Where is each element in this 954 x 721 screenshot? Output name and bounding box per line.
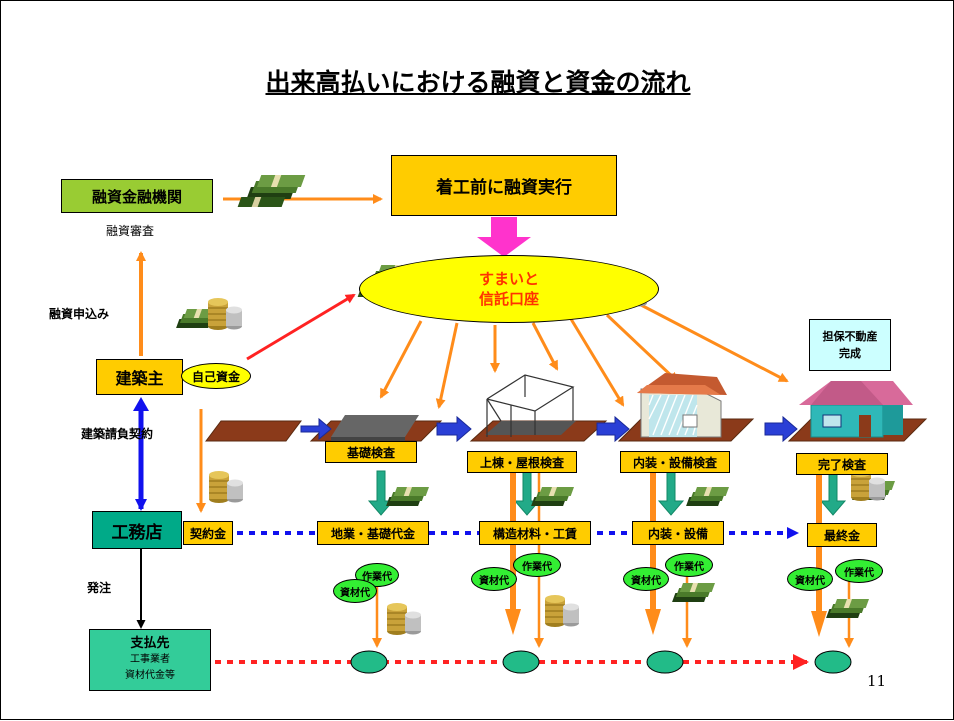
timeline-arrows <box>300 415 798 443</box>
frame-house <box>469 374 608 442</box>
collateral-box: 担保不動産 完成 <box>809 319 891 371</box>
trust-distribution-arrows <box>379 303 789 409</box>
payee-box: 支払先 工事業者 資材代金等 <box>89 629 211 691</box>
payee-title: 支払先 <box>130 636 170 651</box>
bank-box: 融資金融機関 <box>61 179 213 213</box>
inspection-foundation: 基礎検査 <box>325 441 417 463</box>
money-icon-frame <box>531 487 574 506</box>
material-oval-3: 資材代 <box>623 567 669 591</box>
collateral-line-2: 完成 <box>839 347 861 360</box>
payee-nodes <box>350 650 852 674</box>
payment-foundation: 地業・基礎代金 <box>317 521 429 545</box>
page-number: 11 <box>867 672 887 690</box>
coins-icon-frame <box>544 594 580 628</box>
payment-contract: 契約金 <box>183 521 233 545</box>
loan-to-trust-arrow <box>477 217 531 257</box>
payment-interior: 内装・設備 <box>632 521 724 545</box>
own-funds-oval: 自己資金 <box>181 363 251 389</box>
empty-lot <box>205 420 302 442</box>
payee-line-1: 工事業者 <box>130 654 170 665</box>
material-oval-1: 資材代 <box>333 579 377 603</box>
trust-label-2: 信託口座 <box>478 290 539 308</box>
material-oval-4: 資材代 <box>787 567 833 591</box>
own-funds-to-trust-arrow <box>246 293 356 361</box>
inspection-down-arrows <box>367 470 847 516</box>
payment-down-arrows <box>372 471 854 648</box>
inspection-interior: 内装・設備検査 <box>620 451 730 473</box>
material-oval-2: 資材代 <box>471 567 517 591</box>
contract-label: 建築請負契約 <box>81 427 154 441</box>
foundation-lot <box>309 415 443 442</box>
labor-oval-2: 作業代 <box>513 553 561 577</box>
money-icon-foundation <box>386 487 429 506</box>
page-title: 出来高払いにおける融資と資金の流れ <box>265 68 691 97</box>
money-icon-interior <box>686 487 729 506</box>
interior-house <box>617 373 755 442</box>
trust-account: すまいと 信託口座 <box>359 255 659 323</box>
loan-exec-box: 着工前に融資実行 <box>391 155 617 216</box>
order-label: 発注 <box>87 581 112 595</box>
payee-line-2: 資材代金等 <box>125 670 175 681</box>
money-icon-interior-2 <box>672 583 715 602</box>
owner-box: 建築主 <box>96 359 183 395</box>
inspection-final: 完了検査 <box>796 453 888 475</box>
labor-oval-3: 作業代 <box>665 553 713 577</box>
collateral-line-1: 担保不動産 <box>822 330 878 343</box>
bank-subtitle: 融資審査 <box>106 224 155 238</box>
coins-icon-contract <box>208 470 244 504</box>
builder-box: 工務店 <box>92 511 182 549</box>
loan-application-label: 融資申込み <box>49 307 110 321</box>
money-icon-final-2 <box>826 599 869 618</box>
coins-icon-owner <box>207 297 243 331</box>
trust-label-1: すまいと <box>478 270 539 288</box>
labor-oval-4: 作業代 <box>835 559 883 583</box>
inspection-frame: 上棟・屋根検査 <box>467 451 577 473</box>
coins-icon-foundation <box>386 602 422 636</box>
payment-frame: 構造材料・工賃 <box>479 521 591 545</box>
money-icon-bank <box>237 175 306 207</box>
completed-house <box>787 381 928 442</box>
payment-final: 最終金 <box>807 523 877 547</box>
